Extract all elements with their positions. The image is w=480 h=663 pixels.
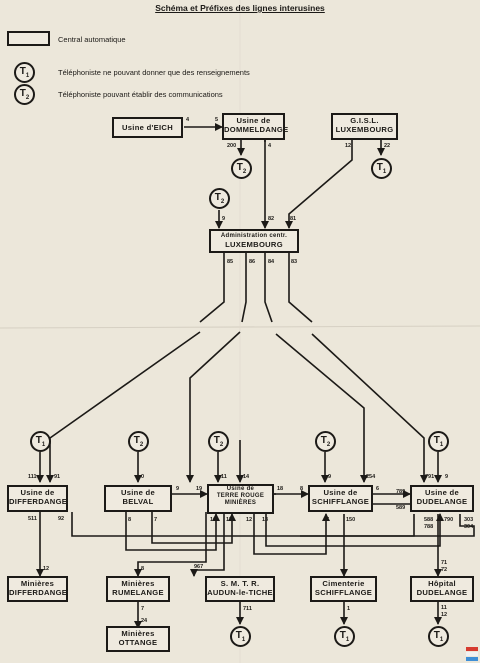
prefix-label: 5 [215,117,219,123]
prefix-label: 303 [464,517,474,523]
prefix-label: 790 [444,517,454,523]
page-title: Schéma et Préfixes des lignes interusine… [155,3,325,13]
prefix-label: 16 [210,517,217,523]
prefix-label: 85 [227,259,234,265]
prefix-label: 12 [441,612,448,618]
prefix-label: 18 [277,486,284,492]
node-eich: Usine d'EICH [112,117,183,138]
prefix-label: 588 [424,517,434,523]
prefix-label: 589 [396,505,406,511]
prefix-label: 19 [196,486,203,492]
prefix-label: 6 [376,486,380,492]
terre-rouge-t2-icon: T2 [208,431,229,452]
smtr-t1-icon: T1 [230,626,251,647]
hopital-t1-icon: T1 [428,626,449,647]
prefix-label: 9 [176,486,180,492]
prefix-label: 12 [43,566,50,572]
prefix-label: 14 [243,474,250,480]
prefix-label: 11 [441,605,447,611]
belval-t2-icon: T2 [128,431,149,452]
prefix-label: 200 [227,143,237,149]
prefix-label: 511 [28,516,37,522]
prefix-label: 8 [141,566,145,572]
prefix-label: 17 [226,517,233,523]
prefix-label: 13 [262,517,269,523]
admin-t2-icon: T2 [209,188,230,209]
prefix-label: 24 [141,618,148,624]
node-smtr: S. M. T. R.AUDUN-le-TICHE [205,576,275,602]
prefix-label: 7 [141,606,145,612]
prefix-label: 304 [464,524,474,530]
prefix-label: 111 [28,474,37,480]
prefix-label: 82 [268,216,275,222]
prefix-label: 254 [366,474,376,480]
prefix-label: 11 [221,474,227,480]
prefix-label: 7 [326,517,330,523]
prefix-label: 150 [346,517,356,523]
schifflange-t2-icon: T2 [315,431,336,452]
prefix-label: 22 [384,143,391,149]
node-gisl: G.I.S.L.LUXEMBOURG [331,113,398,140]
prefix-label: 0 [141,474,145,480]
prefix-label: 1 [347,606,351,612]
prefix-label: 92 [58,516,65,522]
differdange-t1-icon: T1 [30,431,51,452]
prefix-label: 8 [300,486,304,492]
prefix-label: 711 [243,606,252,612]
legend-t1-text: Téléphoniste ne pouvant donner que des r… [58,68,250,77]
prefix-label: 81 [290,216,297,222]
prefix-label: 91 [54,474,61,480]
prefix-label: 83 [291,259,298,265]
dudelange-t1-icon: T1 [428,431,449,452]
prefix-label: 12 [345,143,352,149]
legend-t2-icon: T2 [14,84,35,105]
legend-central-text: Central automatique [58,35,126,44]
cimenterie-t1-icon: T1 [334,626,355,647]
prefix-label: 791 [425,474,435,480]
corner-flag-icon [466,647,478,661]
gisl-t1-icon: T1 [371,158,392,179]
prefix-label: 4 [186,117,190,123]
prefix-label: 84 [268,259,275,265]
prefix-label: 86 [249,259,256,265]
prefix-label: 9 [222,216,226,222]
prefix-label: 8 [128,517,132,523]
dommeldange-t2-icon: T2 [231,158,252,179]
prefix-label: 7 [154,517,158,523]
legend-t2-text: Téléphoniste pouvant établir des communi… [58,90,223,99]
prefix-label: 72 [441,567,448,573]
prefix-label: 967 [194,564,204,570]
prefix-label: 9 [445,474,449,480]
node-admin-luxembourg: Administration centr.LUXEMBOURG [209,229,299,253]
legend-t1-icon: T1 [14,62,35,83]
prefix-label: 788 [424,524,434,530]
prefix-label: 789 [396,489,406,495]
prefix-label: 9 [328,474,332,480]
legend-central-symbol [7,31,50,46]
prefix-label: 4 [268,143,272,149]
prefix-label: 12 [246,517,253,523]
prefix-label: 71 [441,560,448,566]
